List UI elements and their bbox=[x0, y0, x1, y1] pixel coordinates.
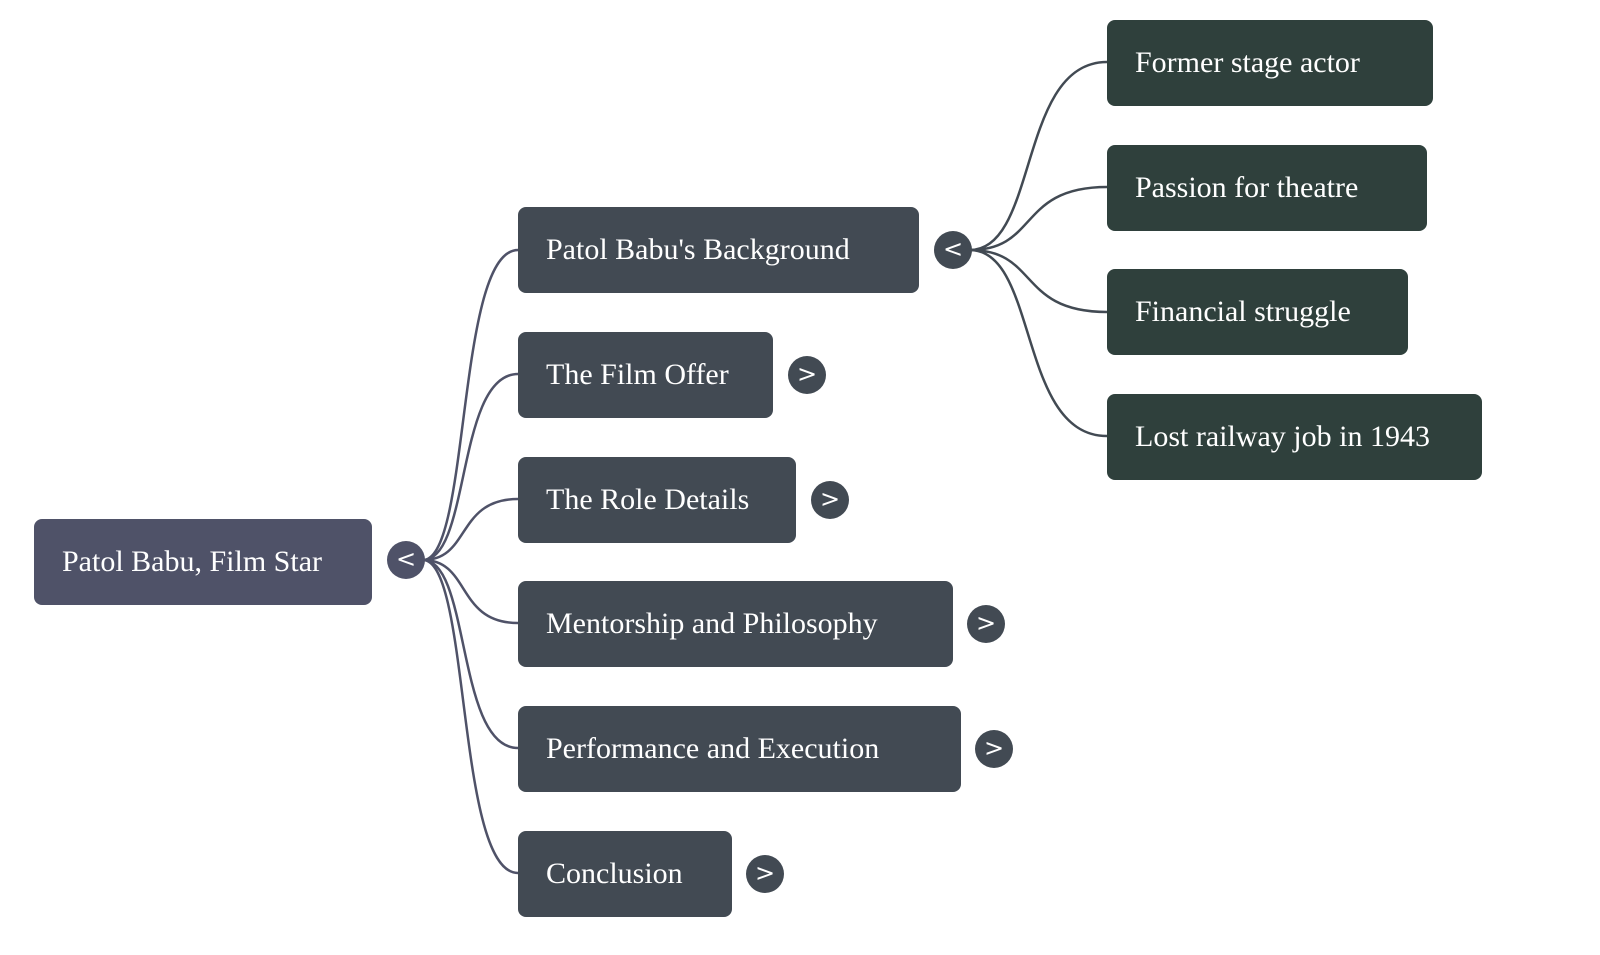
leaf-label: Financial struggle bbox=[1135, 295, 1351, 328]
edge-root-branch-2 bbox=[422, 497, 519, 562]
edge-background-leaf-2 bbox=[969, 248, 1108, 314]
branch-label: The Role Details bbox=[546, 483, 750, 516]
branch-label: Performance and Execution bbox=[546, 732, 880, 765]
branch-node-film-offer[interactable]: The Film Offer bbox=[518, 332, 773, 418]
leaf-node-financial-struggle[interactable]: Financial struggle bbox=[1107, 269, 1408, 355]
branch-node-role-details[interactable]: The Role Details bbox=[518, 457, 796, 543]
edge-background-leaf-0 bbox=[969, 60, 1108, 252]
leaf-label: Passion for theatre bbox=[1135, 171, 1359, 204]
leaf-label: Former stage actor bbox=[1135, 46, 1360, 79]
branch-label: The Film Offer bbox=[546, 358, 729, 391]
expand-mentorship-icon[interactable]: > bbox=[967, 605, 1005, 643]
expand-conclusion-icon[interactable]: > bbox=[746, 855, 784, 893]
leaf-node-stage-actor[interactable]: Former stage actor bbox=[1107, 20, 1433, 106]
branch-node-performance[interactable]: Performance and Execution bbox=[518, 706, 961, 792]
branch-node-background[interactable]: Patol Babu's Background bbox=[518, 207, 919, 293]
branch-node-conclusion[interactable]: Conclusion bbox=[518, 831, 732, 917]
branch-node-mentorship[interactable]: Mentorship and Philosophy bbox=[518, 581, 953, 667]
edge-root-branch-4 bbox=[422, 558, 519, 750]
expand-film-offer-icon[interactable]: > bbox=[788, 356, 826, 394]
branch-label: Mentorship and Philosophy bbox=[546, 607, 878, 640]
edge-root-branch-0 bbox=[422, 248, 519, 562]
edge-background-leaf-1 bbox=[969, 185, 1108, 252]
branch-label: Conclusion bbox=[546, 857, 683, 890]
expand-performance-icon[interactable]: > bbox=[975, 730, 1013, 768]
edge-root-branch-3 bbox=[422, 558, 519, 625]
edge-background-leaf-3 bbox=[969, 248, 1108, 438]
edge-root-branch-5 bbox=[422, 558, 519, 875]
leaf-node-railway-job[interactable]: Lost railway job in 1943 bbox=[1107, 394, 1482, 480]
branch-label: Patol Babu's Background bbox=[546, 233, 850, 266]
collapse-background-icon[interactable]: < bbox=[934, 231, 972, 269]
edge-root-branch-1 bbox=[422, 372, 519, 562]
root-node-label: Patol Babu, Film Star bbox=[62, 545, 323, 578]
collapse-root-icon[interactable]: < bbox=[387, 541, 425, 579]
root-node[interactable]: Patol Babu, Film Star bbox=[34, 519, 372, 605]
leaf-label: Lost railway job in 1943 bbox=[1135, 420, 1430, 453]
expand-role-details-icon[interactable]: > bbox=[811, 481, 849, 519]
leaf-node-passion-theatre[interactable]: Passion for theatre bbox=[1107, 145, 1427, 231]
